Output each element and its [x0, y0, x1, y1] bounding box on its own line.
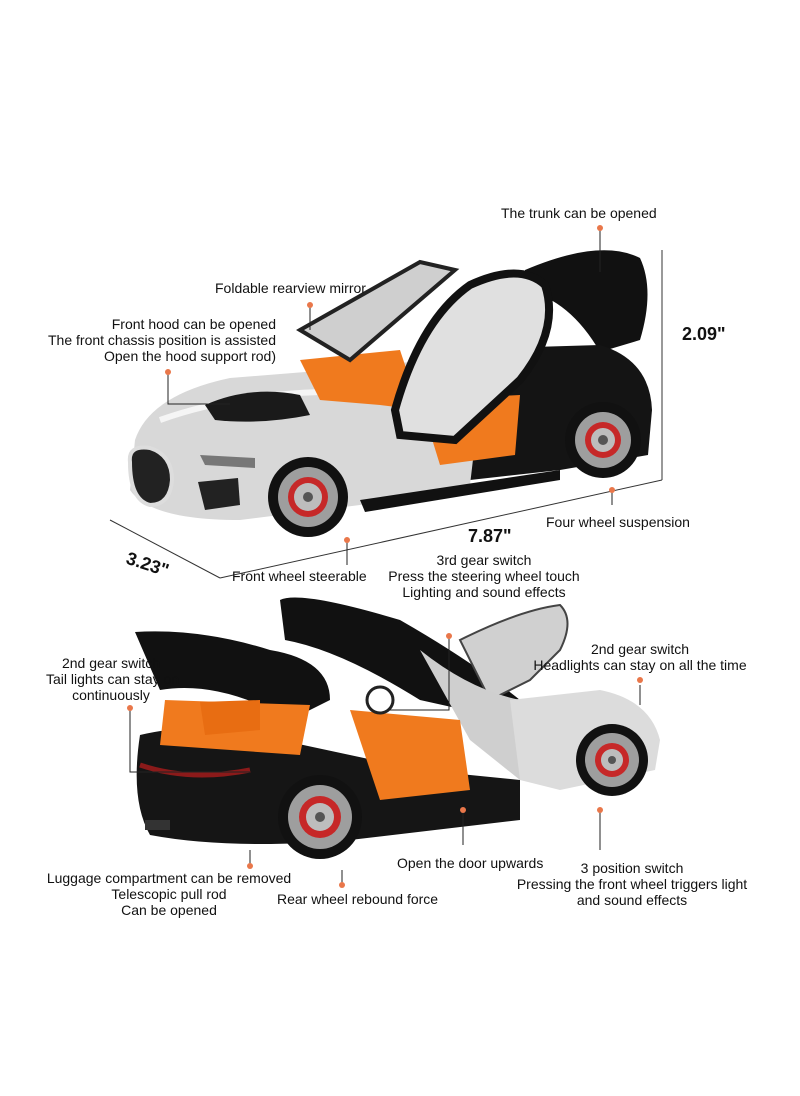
switch3-line-3: and sound effects [576, 892, 688, 908]
gear3-line-3: Lighting and sound effects [402, 584, 566, 600]
callout-lines [129, 228, 641, 885]
rear-wheel [565, 402, 641, 478]
callout-dots [127, 225, 643, 888]
top-car-image [127, 250, 652, 537]
gear3-line-2: Press the steering wheel touch [388, 568, 580, 584]
height-dimension: 2.09" [682, 324, 726, 344]
tail-line-3: continuously [72, 687, 150, 703]
tail-callout [129, 708, 250, 773]
bottom-front-wheel [576, 724, 648, 796]
mirror-label: Foldable rearview mirror [215, 280, 366, 296]
length-line [219, 479, 663, 579]
dimension-lines [109, 250, 663, 579]
tail-lights-label: 2nd gear switch Tail lights can stay on … [46, 655, 180, 703]
luggage-line-2: Telescopic pull rod [111, 886, 227, 902]
luggage-line-1: Luggage compartment can be removed [46, 870, 292, 886]
headlights-label: 2nd gear switch Headlights can stay on a… [530, 641, 750, 673]
steer-label: Front wheel steerable [232, 568, 367, 584]
suspension-label: Four wheel suspension [546, 514, 690, 530]
width-line [109, 519, 221, 579]
head-line-2: Headlights can stay on all the time [533, 657, 747, 673]
tail-line-1: 2nd gear switch [61, 655, 161, 671]
hood-line-2: The front chassis position is assisted [48, 332, 276, 348]
hood-label: Front hood can be opened The front chass… [46, 316, 276, 364]
gear3-line-1: 3rd gear switch [436, 552, 532, 568]
bottom-rear-wheel [278, 775, 362, 859]
head-line-1: 2nd gear switch [590, 641, 690, 657]
hood-line-3: Open the hood support rod) [103, 348, 276, 364]
switch3-line-2: Pressing the front wheel triggers light [516, 876, 748, 892]
luggage-line-3: Can be opened [121, 902, 217, 918]
luggage-label: Luggage compartment can be removed Teles… [46, 870, 292, 918]
tail-line-2: Tail lights can stay on [46, 671, 180, 687]
bottom-car-image [135, 597, 660, 859]
steering-callout [390, 636, 450, 711]
switch3-label: 3 position switch Pressing the front whe… [512, 860, 752, 908]
length-dimension: 7.87" [468, 526, 512, 546]
gear3-label: 3rd gear switch Press the steering wheel… [384, 552, 584, 600]
hood-callout [167, 372, 230, 405]
trunk-label: The trunk can be opened [501, 205, 657, 221]
switch3-line-1: 3 position switch [580, 860, 684, 876]
rear-wheel-label: Rear wheel rebound force [277, 891, 439, 907]
front-wheel [268, 457, 348, 537]
door-label: Open the door upwards [397, 855, 544, 871]
hood-line-1: Front hood can be opened [111, 316, 276, 332]
